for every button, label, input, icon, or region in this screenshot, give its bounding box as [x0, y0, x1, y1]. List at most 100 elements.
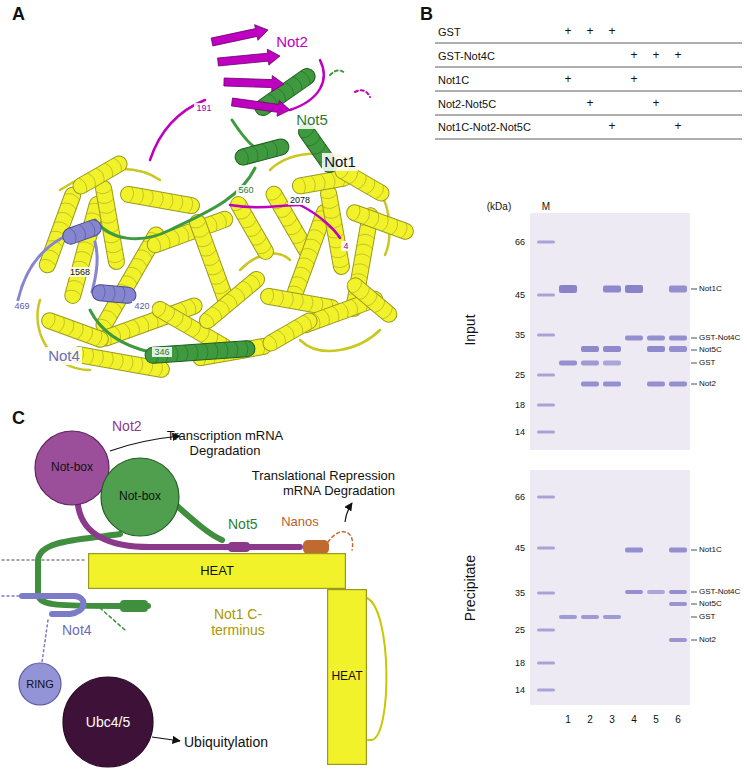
helix-turn [129, 187, 135, 203]
helix-body [119, 185, 201, 215]
helix-turn [158, 361, 164, 377]
helix-turn [128, 265, 143, 276]
table-cell: + [630, 49, 637, 63]
alpha-helix [91, 284, 136, 304]
helix-turn [201, 329, 212, 344]
marker-size: 25 [515, 370, 525, 380]
helix-turn [311, 175, 317, 191]
helix-body [196, 268, 268, 332]
arrow [345, 503, 352, 522]
helix-turn [331, 253, 347, 259]
protein-band [647, 382, 665, 387]
helix-turn [175, 346, 179, 362]
marker-band [537, 431, 555, 434]
table-cell: + [564, 25, 571, 39]
helix-turn [288, 227, 303, 238]
marker-size: 14 [515, 427, 525, 437]
function-label: Transcription mRNA Degradation [166, 429, 284, 459]
helix-turn [96, 167, 107, 182]
table-rule [435, 115, 742, 116]
helix-turn [138, 358, 144, 374]
marker-size: 66 [515, 492, 525, 502]
table-rule [435, 43, 742, 44]
node-rect [89, 554, 346, 589]
helix-turn [70, 227, 78, 243]
protein-band [625, 336, 643, 341]
helix-body [145, 340, 256, 364]
helix-turn [211, 215, 219, 231]
marker-band [537, 404, 555, 407]
marker-band [537, 241, 555, 244]
band-tick [691, 338, 697, 339]
helix-turn [299, 294, 305, 310]
helix-turn [61, 201, 77, 209]
node-text: Not-box [51, 461, 93, 475]
helix-body [70, 153, 130, 197]
coil [176, 505, 222, 540]
alpha-helix [60, 218, 103, 247]
helix-turn [295, 319, 306, 334]
function-label: Ubiquitylation [184, 734, 268, 750]
helix-turn [355, 253, 371, 259]
helix-turn [66, 288, 82, 295]
helix-turn [283, 218, 298, 229]
residue-number: 560 [236, 185, 255, 195]
helix-turn [219, 298, 232, 312]
helix-turn [119, 354, 125, 370]
node-circle [35, 431, 109, 505]
helix-turn [289, 284, 305, 292]
helix-turn [268, 192, 283, 203]
marker-band [537, 662, 555, 665]
panel-letter: B [420, 4, 433, 25]
helix-turn [87, 172, 98, 187]
coil [367, 598, 386, 740]
helix-turn [323, 204, 339, 210]
table-cell: + [608, 120, 615, 134]
not-box-domain: Not-box [100, 457, 180, 537]
coil [90, 310, 150, 352]
helix-turn [191, 222, 207, 230]
marker-size: 14 [515, 685, 525, 695]
node-text: HEAT [200, 564, 234, 579]
helix-turn [391, 220, 399, 236]
node-circle [19, 663, 61, 705]
helix-turn [96, 331, 104, 347]
helix-turn [299, 256, 315, 264]
helix-turn [363, 209, 371, 225]
helix-turn [204, 259, 220, 267]
helix-turn [105, 162, 116, 177]
pulldown-panel [435, 43, 742, 705]
helix-turn [321, 194, 337, 200]
protein-band [625, 548, 643, 553]
helix-turn [367, 294, 380, 308]
helix-turn [352, 272, 368, 278]
helix-turn [296, 265, 312, 273]
axis-unit: (kDa) [487, 201, 511, 213]
coil [22, 596, 84, 614]
helix-turn [73, 260, 89, 267]
not-box-domain: Not-box [34, 430, 110, 506]
marker-band [537, 334, 555, 337]
protein-name: Not5 [228, 516, 258, 532]
node-circle [63, 677, 153, 767]
helix-body [60, 218, 103, 247]
helix-turn [242, 279, 255, 293]
protein-band [603, 346, 621, 352]
alpha-helix [119, 185, 201, 215]
band-tick [691, 289, 697, 290]
protein-band [669, 286, 687, 293]
protein-band [669, 548, 687, 553]
helix-turn [375, 300, 388, 314]
helix-turn [306, 237, 322, 245]
protein-name: Not4 [46, 347, 82, 364]
table-rule [435, 139, 742, 140]
protein-name: Not5 [294, 111, 330, 128]
helix-body [228, 194, 277, 263]
protein-band [559, 615, 577, 619]
marker-band [537, 592, 555, 595]
band-label: GST-Not4C [699, 333, 740, 342]
protein-band [669, 382, 687, 387]
helix-body [39, 311, 110, 350]
